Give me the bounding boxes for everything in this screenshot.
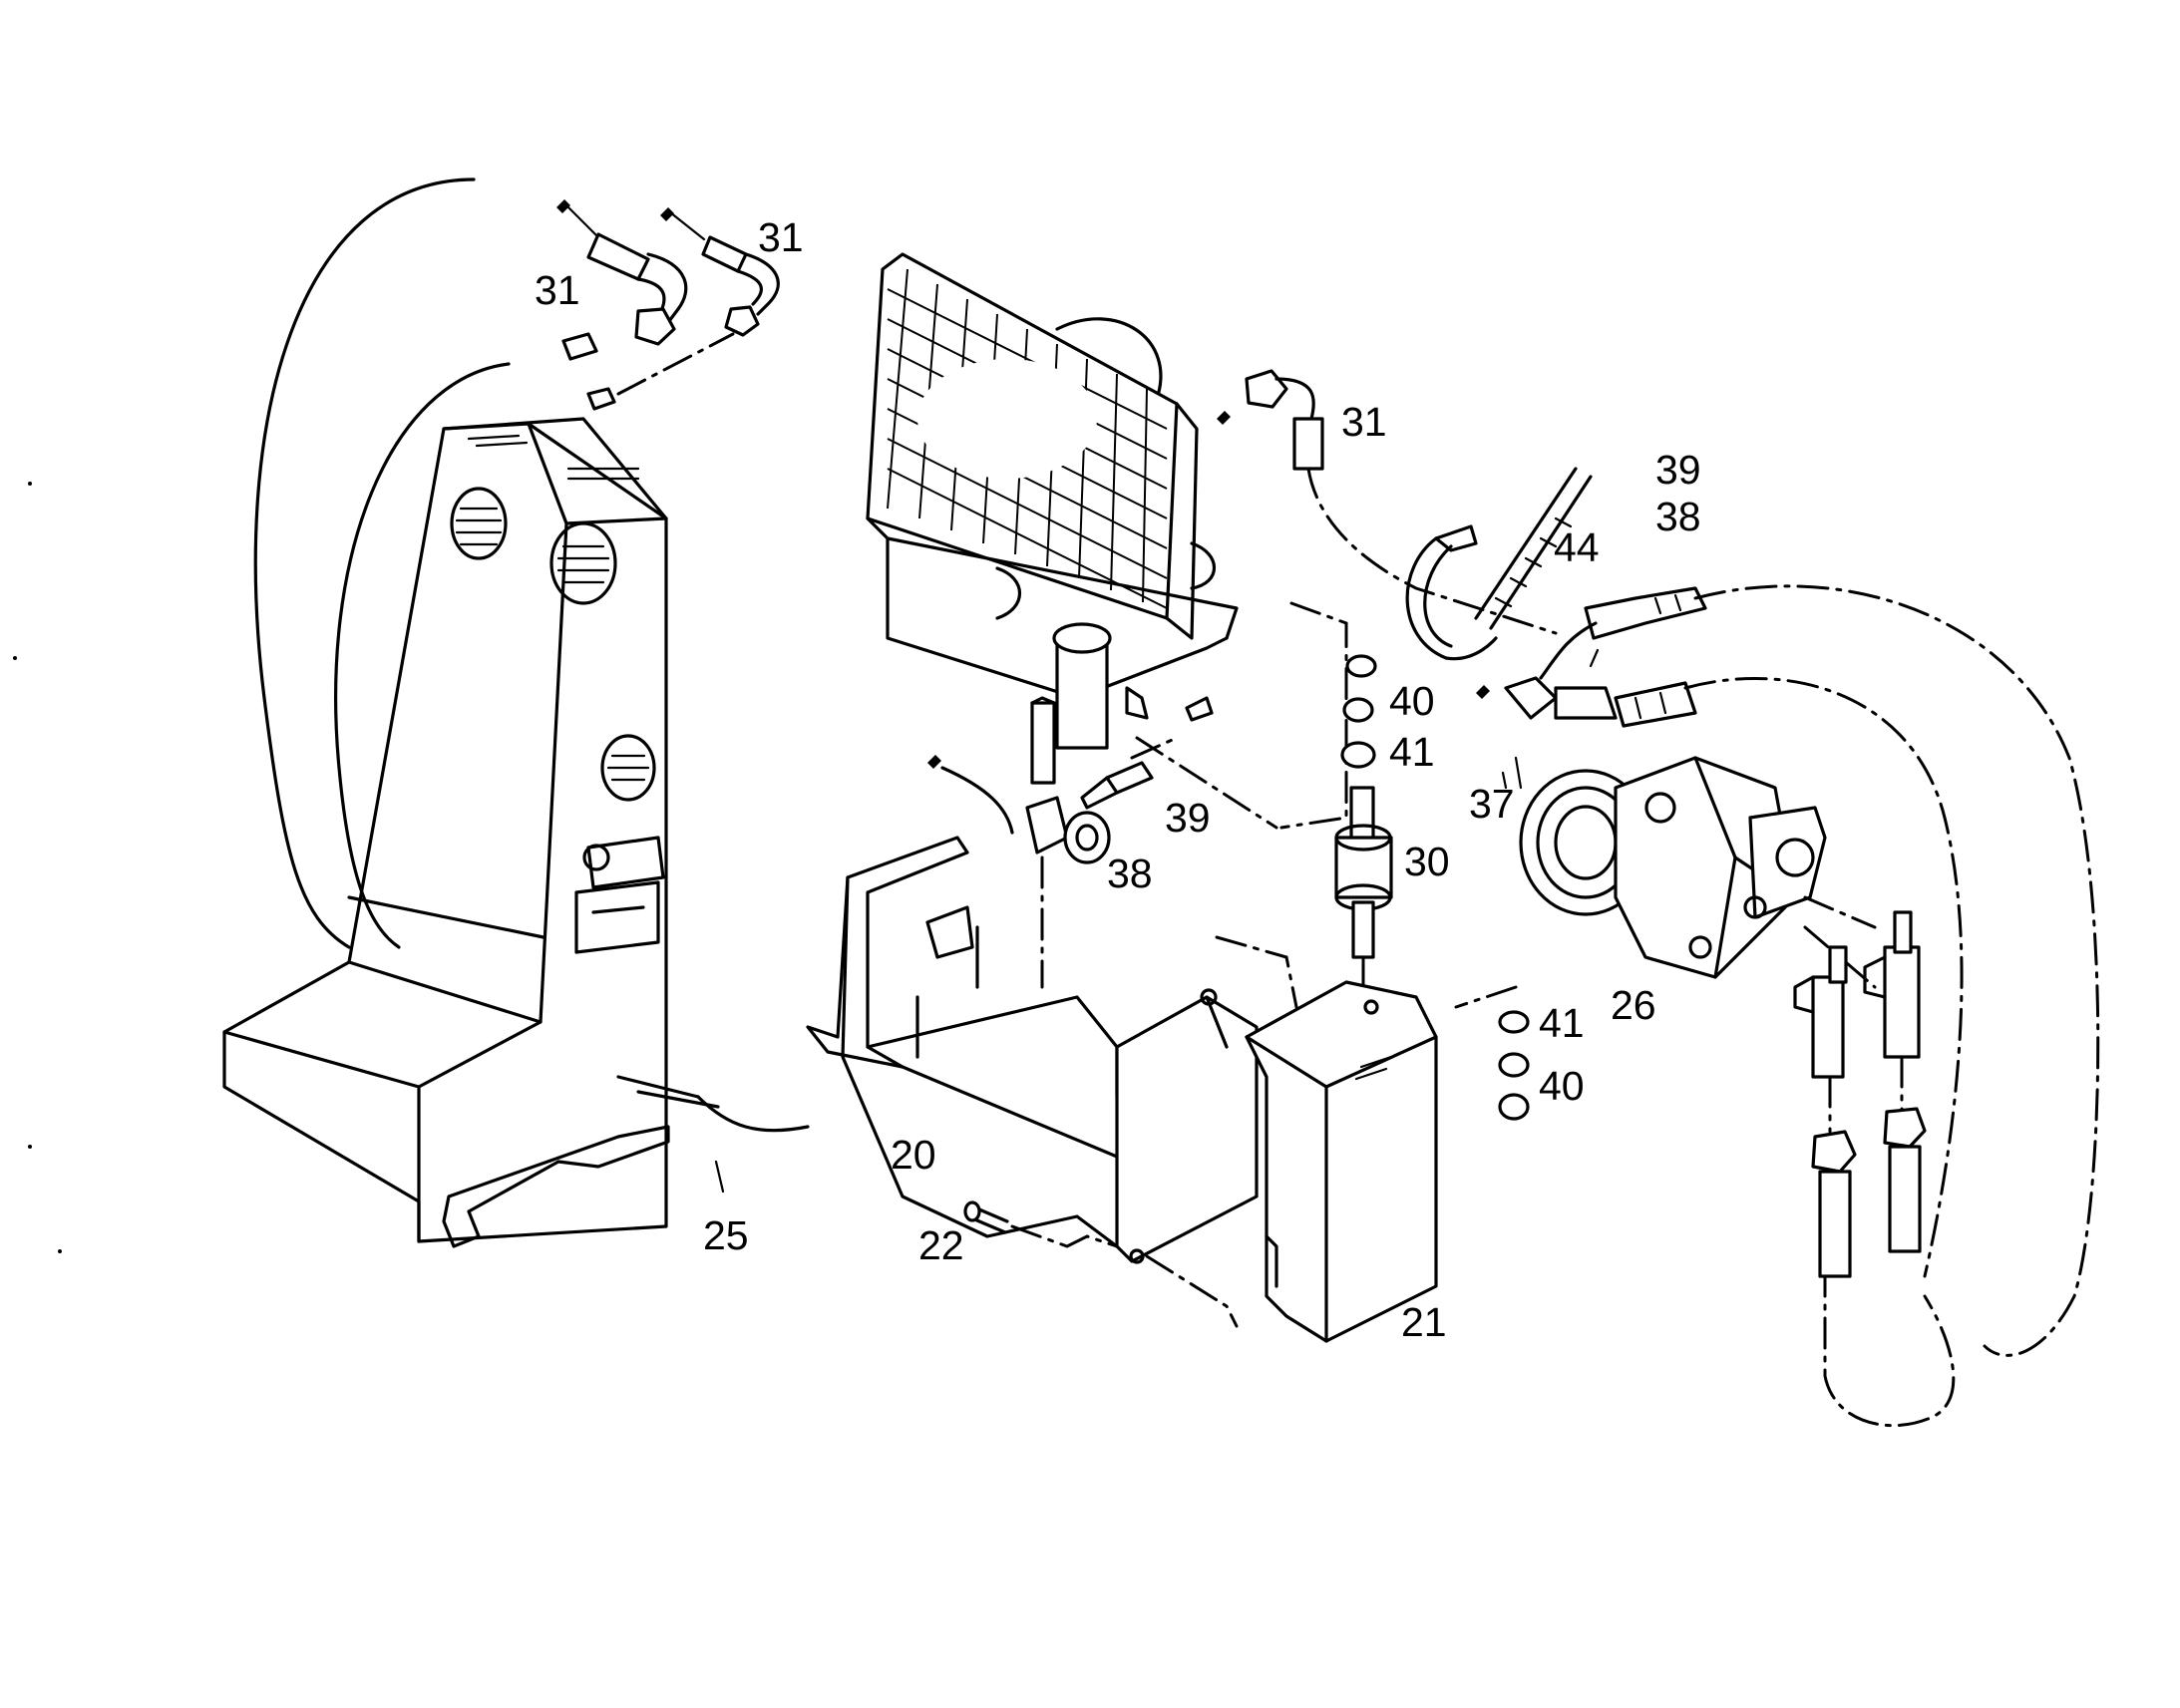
callout-20: 20 xyxy=(891,1132,936,1178)
callout-31: 31 xyxy=(758,214,804,260)
condenser-unit xyxy=(866,252,1239,750)
callout-41: 41 xyxy=(1539,1000,1585,1046)
callout-31: 31 xyxy=(1341,399,1387,445)
callout-38: 38 xyxy=(1655,494,1701,539)
leader-lines xyxy=(714,648,1600,1194)
clamp-44 xyxy=(1405,467,1593,661)
callout-25: 25 xyxy=(703,1212,749,1258)
callout-21: 21 xyxy=(1401,1299,1447,1345)
cover-21 xyxy=(1245,980,1438,1343)
stray-dot xyxy=(28,482,32,486)
hose-route-right-inner xyxy=(1683,676,1964,1278)
isolator-30 xyxy=(1279,601,1393,989)
callout-37: 37 xyxy=(1469,781,1515,827)
hose-route-right-outer xyxy=(1693,584,2100,1357)
compressor-26 xyxy=(1519,756,1877,989)
bracket-38-39 xyxy=(927,696,1278,989)
bolt-22 xyxy=(963,1200,1119,1248)
hose-fittings-37-39 xyxy=(1476,586,1707,728)
hose-loop-inner xyxy=(334,362,511,949)
callout-38: 38 xyxy=(1107,851,1153,896)
fitting-cluster-31 xyxy=(556,199,780,411)
callout-30: 30 xyxy=(1404,839,1450,884)
callout-26: 26 xyxy=(1611,982,1656,1028)
callout-22: 22 xyxy=(918,1222,964,1268)
callout-39: 39 xyxy=(1165,795,1211,841)
callout-44: 44 xyxy=(1554,524,1600,570)
tee-fittings xyxy=(1793,910,1927,1278)
stray-dot xyxy=(13,656,17,660)
callout-31: 31 xyxy=(535,267,580,313)
fitting-31-right xyxy=(1217,369,1558,635)
stray-dot xyxy=(28,1145,32,1149)
washers-40-41-right xyxy=(1454,985,1530,1121)
evaporator-housing xyxy=(222,417,810,1248)
callout-41: 41 xyxy=(1389,729,1435,775)
hose-route-lower xyxy=(1823,1264,1956,1428)
callout-40: 40 xyxy=(1389,678,1435,724)
base-tray-20 xyxy=(806,836,1298,1328)
hose-loop-outer xyxy=(253,177,476,949)
stray-dot xyxy=(58,1249,62,1253)
callout-40: 40 xyxy=(1539,1063,1585,1109)
callout-39: 39 xyxy=(1655,447,1701,493)
